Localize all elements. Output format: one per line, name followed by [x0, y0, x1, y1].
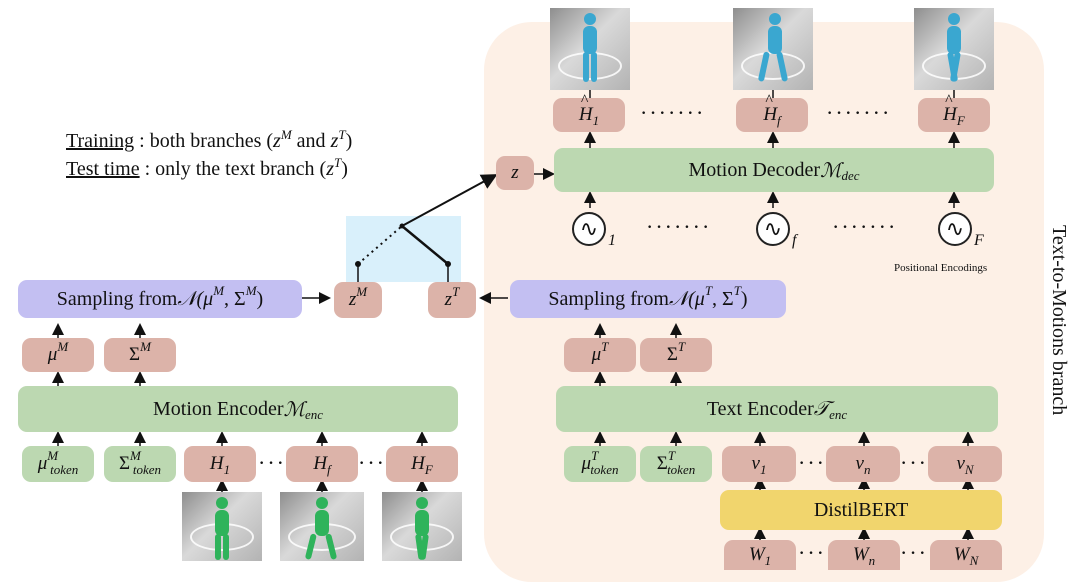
distilbert: DistilBERT: [720, 490, 1002, 530]
sine-wave-icon: ∿: [938, 212, 972, 246]
word-dots-2: ···: [900, 540, 928, 565]
zt-path: [401, 225, 449, 265]
right-input-dots-2: ···: [900, 450, 928, 475]
human-figure-icon: [947, 13, 961, 82]
legend-training: Training : both branches (zM and zT): [66, 127, 353, 152]
output-H1: H1: [553, 92, 625, 132]
pe-sub-1: 1: [608, 232, 616, 249]
human-figure-icon: [758, 13, 788, 82]
text-to-motions-branch-label: Text-to-Motions branch: [1048, 224, 1070, 416]
human-figure-icon: [215, 497, 229, 560]
sine-wave-icon: ∿: [756, 212, 790, 246]
input-frame-f: [280, 492, 364, 561]
sine-wave-icon: ∿: [572, 212, 606, 246]
pe-dots-1: ·······: [646, 214, 712, 239]
left-input-dots-2: ···: [358, 450, 386, 475]
pe-dots-2: ·······: [832, 214, 898, 239]
word-dots-1: ···: [798, 540, 826, 565]
input-frame-1: [182, 492, 262, 561]
dotted-zm-path: [357, 225, 403, 265]
output-dots-1: ·······: [640, 100, 706, 125]
output-frame-F: [914, 8, 994, 90]
selector-to-z-arrow: [401, 174, 498, 227]
legend-test: Test time : only the text branch (zT): [66, 155, 348, 180]
human-figure-icon: [583, 13, 597, 82]
left-input-dots-1: ···: [258, 450, 286, 475]
connector-layer: [52, 90, 974, 540]
positional-encodings-label: Positional Encodings: [894, 262, 988, 274]
output-frame-1: [550, 8, 630, 90]
output-dots-2: ·······: [826, 100, 892, 125]
pe-sub-f: f: [792, 232, 797, 249]
right-input-dots-1: ···: [798, 450, 826, 475]
pe-sub-F: F: [974, 232, 984, 249]
z-latent: z: [496, 156, 534, 190]
human-figure-icon: [415, 497, 429, 560]
input-frame-F: [382, 492, 462, 561]
human-figure-icon: [305, 497, 337, 560]
output-frame-f: [733, 8, 813, 90]
output-HF: HF: [918, 92, 990, 132]
output-Hf: Hf: [736, 92, 808, 132]
